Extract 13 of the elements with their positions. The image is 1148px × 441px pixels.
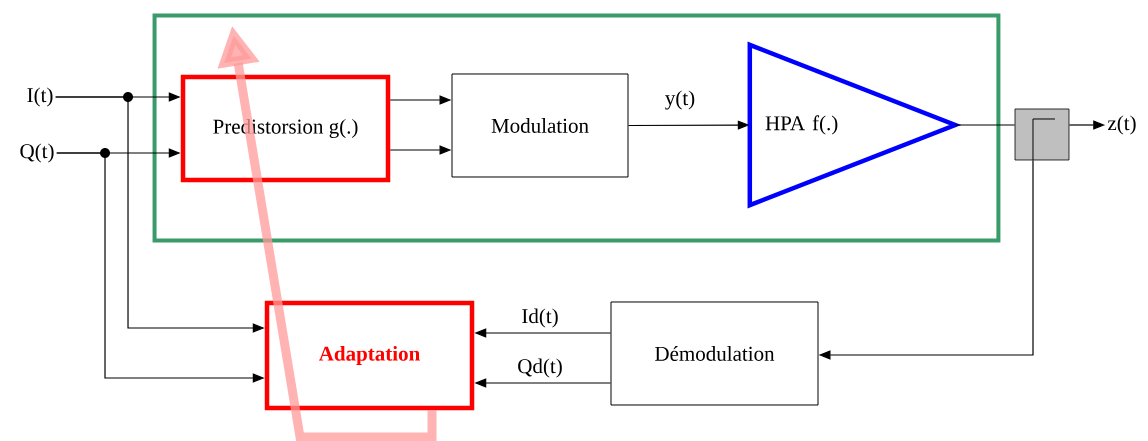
- edge-label: Id(t): [520, 307, 560, 329]
- output-label: z(t): [1108, 115, 1136, 135]
- system-frame: [152, 13, 1001, 243]
- coupler-box: [1014, 108, 1070, 161]
- edge-label: Qd(t): [516, 357, 564, 379]
- input-label: Q(t): [20, 143, 54, 163]
- connector-line: [954, 124, 1016, 126]
- process-box: Modulation: [451, 73, 629, 178]
- process-box: Predistorsion g(.): [180, 74, 391, 183]
- input-label: I(t): [27, 87, 53, 107]
- process-box: Démodulation: [610, 301, 819, 406]
- edge-label: y(t): [663, 89, 697, 111]
- process-box: Adaptation: [264, 300, 475, 411]
